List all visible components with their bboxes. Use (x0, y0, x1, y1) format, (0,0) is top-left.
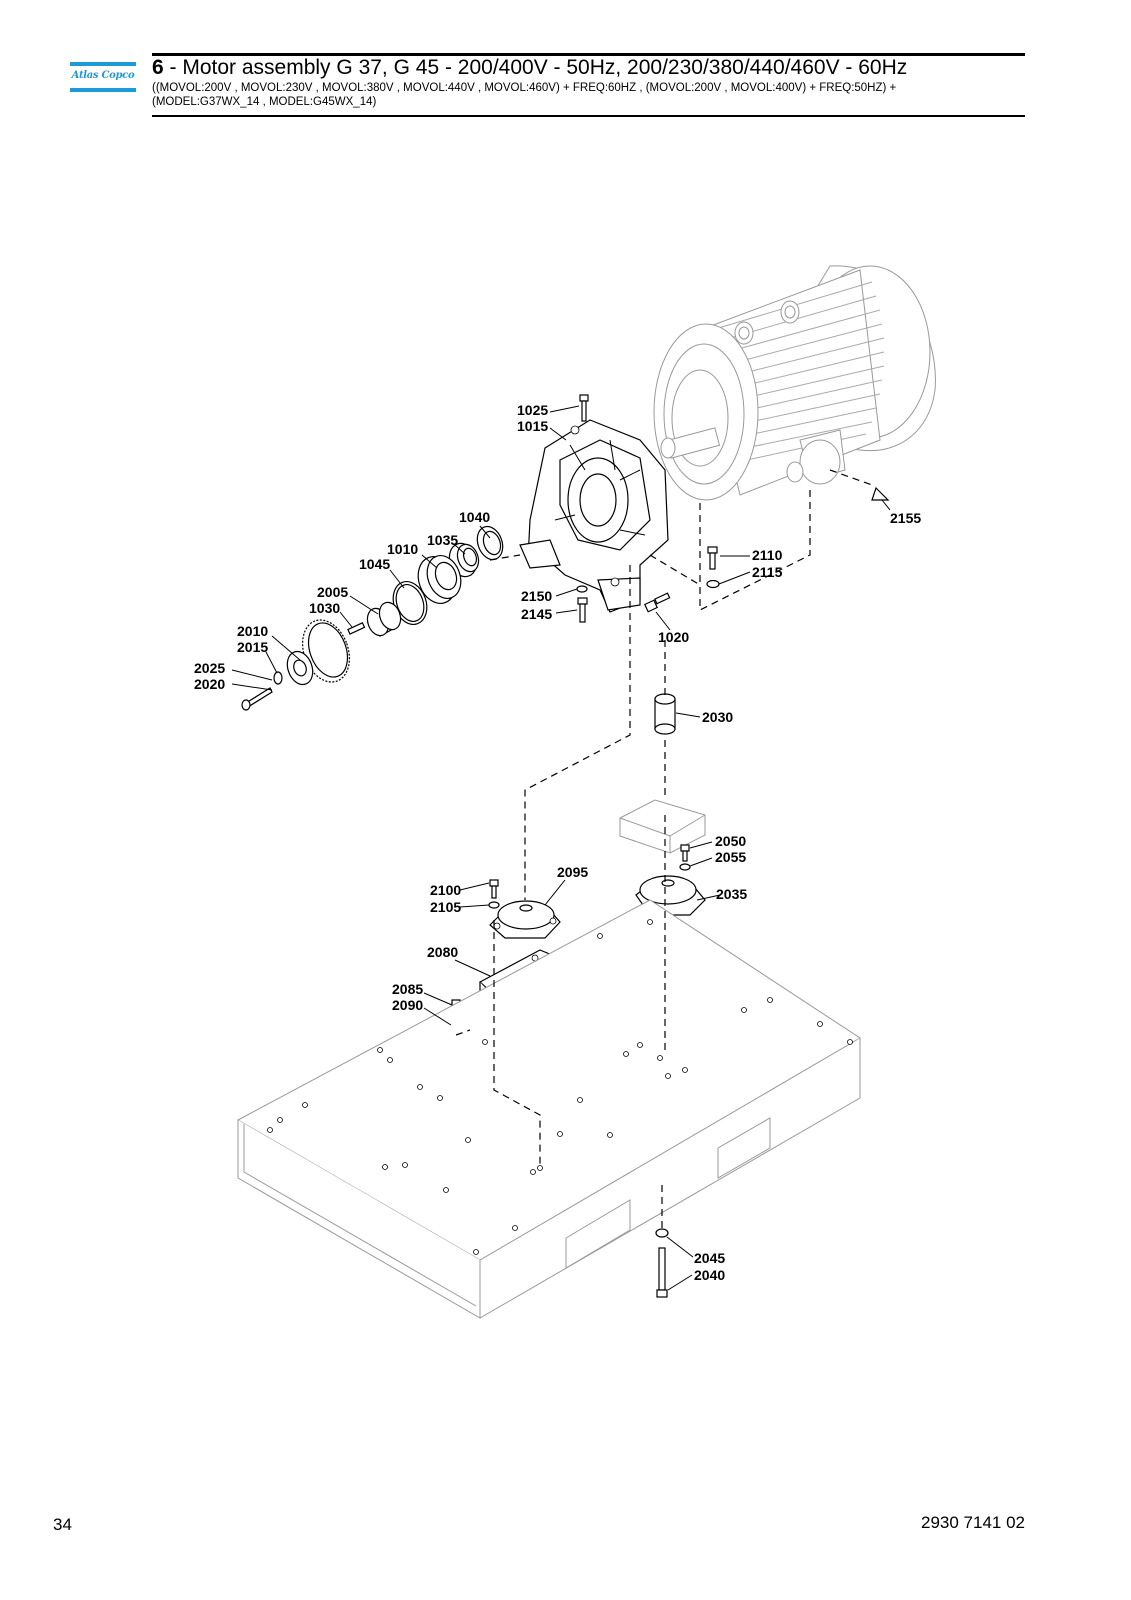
page-title: 6 - Motor assembly G 37, G 45 - 200/400V… (152, 56, 907, 80)
page-subtitle: ((MOVOL:200V , MOVOL:230V , MOVOL:380V ,… (152, 82, 897, 108)
section-number: 6 (152, 56, 164, 79)
callout-2010: 2010 (237, 623, 268, 639)
page-number: 34 (53, 1515, 72, 1534)
key-1030 (347, 622, 366, 635)
callout-2045: 2045 (694, 1250, 725, 1266)
callout-labels: 1025 1015 1040 1035 1010 1045 2005 1030 … (194, 402, 921, 1283)
callout-1045: 1045 (359, 556, 390, 572)
motor-bracket (619, 799, 706, 854)
base-frame (236, 899, 861, 1319)
callout-2105: 2105 (430, 899, 461, 915)
bolt-2110 (707, 546, 718, 570)
bolt-2100 (489, 879, 499, 899)
callout-2055: 2055 (715, 849, 746, 865)
callout-1035: 1035 (427, 532, 458, 548)
washer-2015 (273, 671, 283, 685)
washer-2045 (655, 1228, 669, 1238)
washer-2055 (679, 863, 691, 871)
snap-ring-1040 (476, 525, 504, 561)
header-rule-top (152, 53, 1025, 56)
callout-1010: 1010 (387, 541, 418, 557)
document-number: 2930 7141 02 (921, 1513, 1025, 1532)
callout-2155: 2155 (890, 510, 921, 526)
callout-2030: 2030 (702, 709, 733, 725)
logo-bar-top (70, 62, 136, 66)
washer-2150 (576, 585, 588, 593)
bolt-2040 (656, 1247, 668, 1298)
callout-2020: 2020 (194, 676, 225, 692)
bolt-1025 (579, 394, 589, 422)
logo-text: Atlas Copco (71, 70, 135, 81)
callout-1015: 1015 (517, 418, 548, 434)
callout-2040: 2040 (694, 1267, 725, 1283)
callout-2095: 2095 (557, 864, 588, 880)
callout-2015: 2015 (237, 639, 268, 655)
callout-1030: 1030 (309, 600, 340, 616)
motor (653, 265, 936, 501)
bushing-2005 (366, 601, 402, 637)
bolt-2145 (577, 597, 588, 623)
callout-2050: 2050 (715, 833, 746, 849)
callout-2115: 2115 (752, 564, 783, 580)
callout-1040: 1040 (459, 509, 490, 525)
anti-vibration-mount-2095 (489, 900, 561, 939)
callout-1025: 1025 (517, 402, 548, 418)
title-text: - Motor assembly G 37, G 45 - 200/400V -… (163, 56, 908, 79)
circlip-1045 (392, 581, 428, 625)
washer-2105 (488, 901, 500, 909)
header-rule-bottom (152, 115, 1025, 117)
callout-2025: 2025 (194, 660, 225, 676)
arrow-icon (871, 486, 890, 501)
leader-lines (231, 405, 891, 1291)
callout-2090: 2090 (392, 997, 423, 1013)
callout-2085: 2085 (392, 981, 423, 997)
washer-2115 (706, 579, 720, 589)
callout-2110: 2110 (752, 547, 783, 563)
callout-2035: 2035 (716, 886, 747, 902)
callout-2005: 2005 (317, 584, 348, 600)
gear-2010 (286, 619, 350, 686)
bolt-1020 (643, 592, 671, 613)
flange-housing (519, 419, 669, 613)
spacer-2030 (654, 693, 676, 735)
logo-bar-bottom (70, 88, 136, 92)
callout-1020: 1020 (658, 629, 689, 645)
callout-2145: 2145 (521, 606, 552, 622)
alignment-lines (455, 469, 873, 1230)
bearing-1035 (448, 542, 480, 578)
atlas-copco-logo: Atlas Copco (70, 62, 136, 96)
bolt-2020 (241, 687, 273, 711)
callout-2150: 2150 (521, 588, 552, 604)
bolt-2050 (680, 844, 690, 862)
callout-2100: 2100 (430, 882, 461, 898)
callout-2080: 2080 (427, 944, 458, 960)
